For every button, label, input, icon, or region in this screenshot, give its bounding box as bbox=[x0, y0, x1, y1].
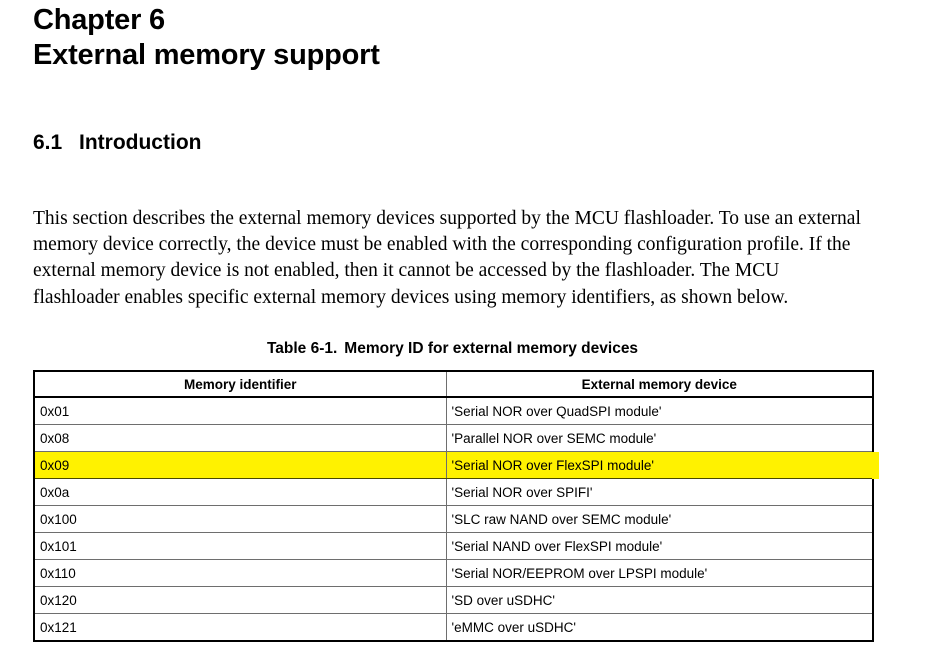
memory-identifier-value: 0x08 bbox=[40, 430, 70, 446]
memory-id-table-container: Memory identifier External memory device… bbox=[33, 370, 874, 642]
cell-memory-identifier: 0x121 bbox=[33, 613, 447, 642]
external-memory-device-value: 'SLC raw NAND over SEMC module' bbox=[451, 511, 672, 527]
memory-identifier-value: 0x121 bbox=[40, 619, 77, 635]
table-row: 0x120 'SD over uSDHC' bbox=[33, 586, 874, 614]
external-memory-device-value: 'eMMC over uSDHC' bbox=[451, 619, 576, 635]
cell-memory-identifier: 0x110 bbox=[33, 559, 447, 587]
cell-memory-identifier: 0x100 bbox=[33, 505, 447, 533]
cell-external-memory-device: 'eMMC over uSDHC' bbox=[445, 613, 874, 642]
memory-identifier-value: 0x01 bbox=[40, 403, 70, 419]
cell-external-memory-device: 'Serial NOR over FlexSPI module' bbox=[445, 451, 874, 479]
table-row: 0x100 'SLC raw NAND over SEMC module' bbox=[33, 505, 874, 533]
cell-external-memory-device: 'Serial NOR over QuadSPI module' bbox=[445, 396, 874, 425]
external-memory-device-value: 'Serial NOR over FlexSPI module' bbox=[451, 457, 654, 473]
table-row: 0x101 'Serial NAND over FlexSPI module' bbox=[33, 532, 874, 560]
table-row: 0x0a 'Serial NOR over SPIFI' bbox=[33, 478, 874, 506]
table-row: 0x121 'eMMC over uSDHC' bbox=[33, 613, 874, 642]
intro-paragraph: This section describes the external memo… bbox=[33, 207, 861, 308]
cell-memory-identifier: 0x101 bbox=[33, 532, 447, 560]
table-caption-label: Table 6-1. bbox=[266, 340, 338, 357]
table-caption: Table 6-1. Memory ID for external memory … bbox=[33, 339, 872, 358]
memory-identifier-value: 0x110 bbox=[40, 565, 76, 581]
memory-identifier-value: 0x101 bbox=[40, 538, 77, 554]
memory-identifier-value: 0x100 bbox=[40, 511, 77, 527]
cell-external-memory-device: 'Serial NOR/EEPROM over LPSPI module' bbox=[445, 559, 874, 587]
table-body: 0x01 'Serial NOR over QuadSPI module' 0x08… bbox=[33, 396, 874, 642]
section-number: 6.1 bbox=[33, 131, 63, 154]
cell-external-memory-device: 'SLC raw NAND over SEMC module' bbox=[445, 505, 874, 533]
cell-memory-identifier: 0x09 bbox=[33, 451, 447, 479]
table-header-row: Memory identifier External memory device bbox=[33, 370, 874, 398]
external-memory-device-value: 'Serial NOR over SPIFI' bbox=[451, 484, 593, 500]
cell-external-memory-device: 'Parallel NOR over SEMC module' bbox=[445, 424, 874, 452]
external-memory-device-value: 'SD over uSDHC' bbox=[451, 592, 555, 608]
cell-external-memory-device: 'Serial NAND over FlexSPI module' bbox=[445, 532, 874, 560]
chapter-title: External memory support bbox=[33, 39, 380, 71]
external-memory-device-value: 'Serial NAND over FlexSPI module' bbox=[451, 538, 663, 554]
cell-external-memory-device: 'Serial NOR over SPIFI' bbox=[445, 478, 874, 506]
cell-memory-identifier: 0x01 bbox=[33, 396, 447, 425]
chapter-number: Chapter 6 bbox=[33, 4, 165, 36]
highlight-marker-overshoot bbox=[872, 451, 879, 479]
external-memory-device-value: 'Serial NOR over QuadSPI module' bbox=[451, 403, 662, 419]
cell-memory-identifier: 0x120 bbox=[33, 586, 447, 614]
section-heading: 6.1 Introduction bbox=[33, 130, 201, 156]
memory-id-table: Memory identifier External memory device… bbox=[33, 370, 874, 642]
column-header-external-memory-device: External memory device bbox=[445, 370, 874, 398]
table-row: 0x08 'Parallel NOR over SEMC module' bbox=[33, 424, 874, 452]
external-memory-device-value: 'Parallel NOR over SEMC module' bbox=[451, 430, 657, 446]
cell-memory-identifier: 0x08 bbox=[33, 424, 447, 452]
memory-identifier-value: 0x120 bbox=[40, 592, 77, 608]
table-row: 0x110 'Serial NOR/EEPROM over LPSPI modul… bbox=[33, 559, 874, 587]
cell-external-memory-device: 'SD over uSDHC' bbox=[445, 586, 874, 614]
external-memory-device-value: 'Serial NOR/EEPROM over LPSPI module' bbox=[451, 565, 708, 581]
column-header-memory-identifier: Memory identifier bbox=[33, 370, 447, 398]
section-title: Introduction bbox=[79, 131, 202, 154]
chapter-heading: Chapter 6 External memory support bbox=[33, 3, 873, 73]
memory-identifier-value: 0x0a bbox=[40, 484, 70, 500]
table-row: 0x09 'Serial NOR over FlexSPI module' bbox=[33, 451, 874, 479]
memory-identifier-value: 0x09 bbox=[40, 457, 70, 473]
table-row: 0x01 'Serial NOR over QuadSPI module' bbox=[33, 396, 874, 425]
table-header: Memory identifier External memory device bbox=[33, 370, 874, 398]
table-caption-title: Memory ID for external memory devices bbox=[344, 340, 639, 357]
cell-memory-identifier: 0x0a bbox=[33, 478, 447, 506]
